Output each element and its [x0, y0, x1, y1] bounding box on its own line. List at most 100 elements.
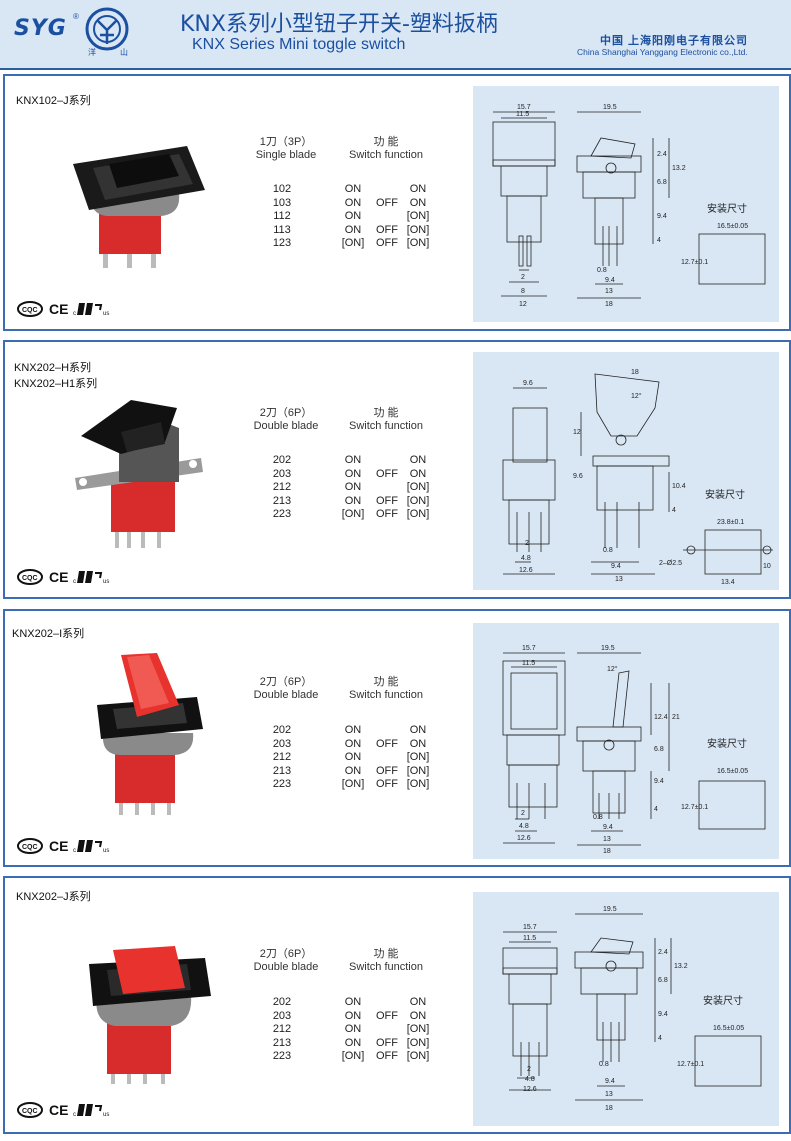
- state-b-column: OFF OFF OFF: [367, 454, 407, 522]
- toggle-switch-photo-icon: [73, 146, 205, 268]
- table-row: 202: [272, 996, 292, 1008]
- state-a: ON: [344, 210, 362, 223]
- dimension-drawing-svg: 15.7 11.5 2 4.8 12.6 19.5 2.4 6.8 13.2 9…: [502, 906, 762, 1112]
- poles-en: Single blade: [255, 149, 317, 161]
- table-row: 203: [272, 467, 292, 480]
- state-b: OFF: [376, 467, 398, 480]
- dim-label: 4: [657, 237, 661, 244]
- state-b: OFF: [376, 494, 398, 507]
- dim-label: 2: [521, 274, 525, 281]
- function-en: Switch function: [349, 689, 423, 701]
- code-column: 202 203 212 213 223: [267, 724, 297, 792]
- product-photo: [69, 134, 211, 279]
- table-row: 213: [272, 764, 292, 777]
- certification-marks: CQC CE c us: [17, 301, 109, 317]
- dim-label: 2: [527, 1066, 531, 1073]
- dim-label: 13: [615, 576, 623, 583]
- dim-label: 4: [672, 507, 676, 514]
- section-title-line: KNX202–H1系列: [14, 378, 98, 390]
- state-b: OFF: [376, 764, 398, 777]
- state-a-column: ON ON ON ON [ON]: [333, 454, 373, 522]
- cert-c: c: [73, 1112, 76, 1118]
- dim-label: 18: [631, 369, 639, 376]
- dim-label: 23.8±0.1: [717, 519, 744, 526]
- table-row: 113: [273, 223, 291, 236]
- state-a: ON: [344, 1009, 362, 1022]
- function-cn: 功 能: [373, 676, 399, 688]
- ce-mark: CE: [49, 1102, 68, 1118]
- dim-label: 16.5±0.05: [717, 223, 748, 230]
- dim-label: 21: [672, 714, 680, 721]
- ce-mark: CE: [49, 569, 68, 585]
- ce-mark: CE: [49, 301, 68, 317]
- state-c-column: ON ON [ON] [ON] [ON]: [398, 724, 438, 792]
- state-c: [ON]: [406, 223, 430, 236]
- state-a: ON: [344, 724, 362, 736]
- cqc-icon: CQC: [17, 1102, 43, 1118]
- state-b: OFF: [376, 196, 398, 209]
- poles-en: Double blade: [253, 689, 319, 701]
- toggle-switch-photo-icon: [97, 653, 203, 815]
- state-c-column: ON ON [ON] [ON] [ON]: [398, 454, 438, 522]
- company-name-en: China Shanghai Yanggang Electronic co.,L…: [577, 47, 748, 57]
- table-row: 212: [272, 751, 292, 764]
- table-row: 123: [272, 237, 292, 250]
- state-c: ON: [409, 196, 427, 209]
- poles-cn: 2刀（6P）: [259, 948, 313, 960]
- dim-label: 18: [605, 301, 613, 308]
- state-c: ON: [409, 996, 427, 1008]
- dim-label: 4.8: [525, 1076, 535, 1083]
- state-a: ON: [344, 737, 362, 750]
- code-column: 202 203 212 213 223: [267, 454, 297, 522]
- state-b: OFF: [376, 508, 398, 521]
- function-header: 功 能 Switch function: [341, 407, 431, 433]
- state-a-column: ON ON ON ON [ON]: [333, 724, 373, 792]
- dim-label: 0.8: [603, 547, 613, 554]
- function-en: Switch function: [349, 149, 423, 161]
- state-a: ON: [344, 494, 362, 507]
- function-cn: 功 能: [373, 948, 399, 960]
- function-en: Switch function: [349, 961, 423, 973]
- cert-c: c: [73, 848, 76, 854]
- state-a-column: ON ON ON ON [ON]: [333, 996, 373, 1064]
- table-row: 202: [272, 454, 292, 466]
- state-b: OFF: [376, 737, 398, 750]
- dim-label: 13.2: [674, 963, 688, 970]
- state-c: [ON]: [406, 1036, 430, 1049]
- mount-size-label: 安装尺寸: [707, 202, 747, 215]
- dim-label: 12°: [631, 392, 642, 400]
- dim-label: 9.6: [573, 473, 583, 480]
- dim-label: 12.6: [519, 567, 533, 574]
- dimension-drawing-svg: 15.7 11.5 2 8 12 19.5 0.8 9.4 13 18 2.4 …: [492, 104, 766, 308]
- poles-cn: 2刀（6P）: [259, 676, 313, 688]
- state-c: [ON]: [406, 751, 430, 764]
- dim-label: 11.5: [522, 660, 535, 667]
- table-row: 203: [272, 1009, 292, 1022]
- state-c-column: ON ON [ON] [ON] [ON]: [398, 183, 438, 251]
- page-title-cn: KNX系列小型钮子开关-塑料扳柄: [180, 12, 498, 37]
- section-title-line: KNX102–J系列: [16, 95, 91, 107]
- dim-label: 13: [605, 288, 613, 295]
- dim-label: 18: [605, 1105, 613, 1112]
- state-a: ON: [344, 223, 362, 236]
- state-a: ON: [344, 454, 362, 466]
- dim-label: 9.4: [605, 1078, 615, 1085]
- state-c: [ON]: [406, 778, 430, 791]
- dim-label: 10.4: [672, 483, 686, 490]
- state-a: ON: [344, 196, 362, 209]
- state-c: [ON]: [406, 1023, 430, 1036]
- table-row: 223: [272, 508, 292, 521]
- section-title: KNX202–H系列 KNX202–H1系列: [14, 360, 97, 392]
- code-column: 102 103 112 113 123: [267, 183, 297, 251]
- dim-label: 12°: [607, 665, 618, 673]
- state-c: ON: [409, 724, 427, 736]
- dimension-drawing-svg: 9.6 2 4.8 12.6 18 12° 12 9.6 10.4 4 0.8 …: [502, 369, 773, 586]
- mount-size-label: 安装尺寸: [707, 737, 747, 750]
- dim-label: 9.4: [658, 1011, 668, 1018]
- dimension-drawing: 15.7 11.5 2 4.8 12.6 19.5 12° 12.4 21 6.…: [473, 623, 779, 859]
- dim-label: 8: [521, 288, 525, 295]
- table-row: 223: [272, 778, 292, 791]
- cert-us: us: [103, 311, 109, 317]
- state-c: [ON]: [406, 237, 430, 250]
- cert-us: us: [103, 1112, 109, 1118]
